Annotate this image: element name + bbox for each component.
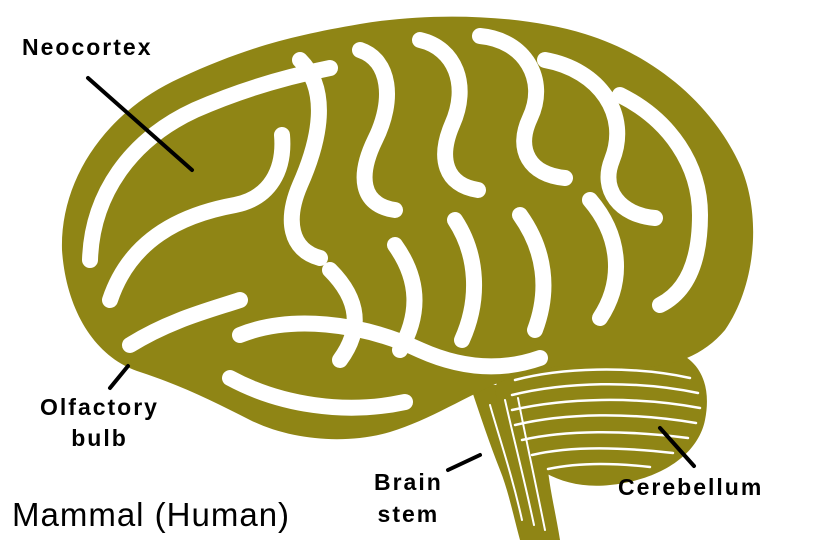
olfactory-label-line1: Olfactory [40, 392, 159, 423]
brainstem-label-line1: Brain [374, 466, 443, 498]
olfactory-label-line2: bulb [40, 423, 159, 454]
brainstem-label-line2: stem [374, 498, 443, 530]
neocortex-label: Neocortex [22, 34, 152, 61]
cerebellum-label: Cerebellum [618, 474, 763, 501]
brain-stem-label: Brain stem [374, 466, 443, 530]
olfactory-leader-line [110, 366, 128, 388]
diagram-caption: Mammal (Human) [12, 496, 290, 534]
brainstem-leader-line [448, 455, 480, 470]
olfactory-bulb-label: Olfactory bulb [40, 392, 159, 454]
